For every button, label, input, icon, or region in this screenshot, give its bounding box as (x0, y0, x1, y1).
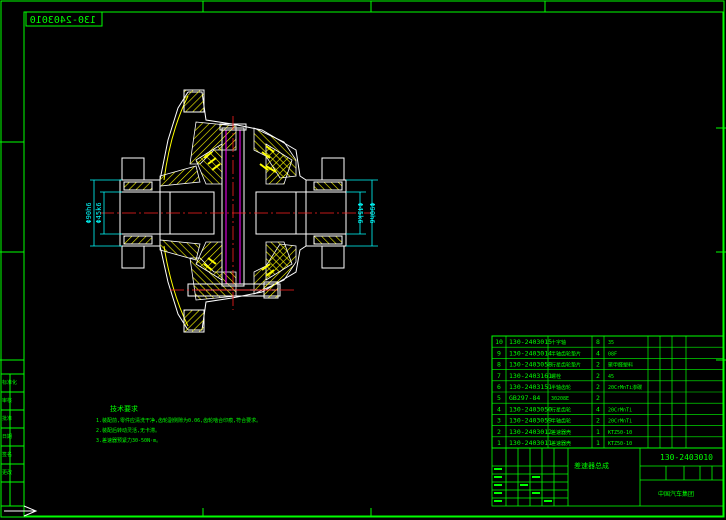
technical-notes: 技术要求 1.装配前,零件应清洗干净,齿轮副侧隙为0.06,齿轮啮合印痕,符合要… (96, 404, 261, 444)
dim-left-inner: Φ45k6 (95, 202, 103, 223)
bom-cell-material: KTZ50-10 (608, 430, 632, 436)
drawing-code-box: 130-2403010 (25, 11, 103, 27)
company-name: 中国汽车集团 (658, 490, 694, 498)
bom-cell-code: 130-2403059 (509, 417, 552, 425)
bom-cell-qty: 1 (596, 439, 600, 447)
bom-cell-qty: 2 (596, 361, 600, 369)
bom-cell-name: 差速器壳 (551, 429, 571, 436)
bom-cell-material: 20CrMnTi (608, 407, 632, 413)
dimension-lines (90, 179, 378, 247)
orientation-arrow-icon (4, 505, 38, 517)
bom-cell-name: 差速器壳 (551, 440, 571, 447)
bom-cell-no: 4 (497, 405, 501, 413)
bom-cell-material: 45 (608, 374, 614, 380)
bom-cell-code: GB297-84 (509, 394, 540, 402)
left-strip-label: 更改 (2, 469, 12, 476)
left-bearing-seat (119, 157, 161, 269)
left-strip-label: 审核 (2, 397, 12, 404)
bom-cell-material: 08F (608, 351, 617, 357)
bom-cell-name: 螺栓 (551, 373, 561, 380)
bom-cell-name: 行星齿轮 (551, 406, 571, 413)
bom-cell-no: 1 (497, 439, 501, 447)
bom-cell-no: 9 (497, 349, 501, 357)
assembly-name: 差速器总成 (574, 461, 609, 470)
bom-cell-qty: 2 (596, 394, 600, 402)
left-strip-label: 日期 (2, 434, 12, 440)
dim-left-outer: Φ90h6 (85, 202, 93, 223)
bom-cell-name: 半轴齿轮垫片 (551, 350, 581, 357)
centerlines (100, 116, 372, 310)
bom-cell-qty: 4 (596, 349, 600, 357)
bom-cell-qty: 2 (596, 383, 600, 391)
bom-cell-code: 130-2403161 (509, 372, 552, 380)
left-strip-label: 签名 (2, 451, 12, 458)
notes-line-3: 3.差速器预紧力30-50N·m。 (96, 437, 161, 444)
differential-case (159, 89, 307, 333)
title-block-marks (494, 468, 552, 502)
bom-cell-code: 130-2403011 (509, 439, 552, 447)
differential-section-view[interactable]: Φ90h6 Φ45k6 Φ45k6 Φ90h6 (85, 89, 378, 333)
bom-cell-no: 6 (497, 383, 501, 391)
dim-right-inner: Φ45k6 (356, 202, 364, 223)
bom-cell-qty: 1 (596, 428, 600, 436)
bom-cell-no: 2 (497, 428, 501, 436)
bom-cell-code: 130-2403151 (509, 383, 552, 391)
bom-cell-name: 30208E (551, 396, 569, 402)
left-strip-label: 批准 (2, 415, 12, 422)
bom-cell-qty: 2 (596, 372, 600, 380)
left-signature-strip (0, 373, 25, 507)
bom-cell-no: 10 (495, 338, 503, 346)
bom-cell-code: 130-2403050 (509, 405, 552, 413)
bom-cell-qty: 8 (596, 338, 600, 346)
left-strip-label: 标准化 (2, 379, 17, 386)
bom-cell-name: 半轴齿轮 (551, 418, 571, 425)
bom-cell-material: 聚甲醛塑料 (608, 362, 633, 369)
drawing-code-mirrored: 130-2403010 (30, 15, 96, 26)
notes-title: 技术要求 (110, 404, 138, 413)
bom-cell-material: 35 (608, 340, 614, 346)
bom-cell-material: 20CrMnTi渗碳 (608, 384, 642, 391)
title-block-code: 130-2403010 (660, 453, 713, 462)
bom-cell-code: 130-2403058 (509, 361, 552, 369)
bom-cell-material: 20CrMnTi (608, 419, 632, 425)
bom-cell-code: 130-2403012 (509, 428, 552, 436)
bom-cell-no: 3 (497, 417, 501, 425)
bom-cell-qty: 4 (596, 405, 600, 413)
notes-line-2: 2.装配后转动灵活,无卡滞。 (96, 427, 160, 434)
bom-cell-code: 130-2403014 (509, 349, 552, 357)
bom-cell-no: 7 (497, 372, 501, 380)
bom-cell-name: 十字轴 (551, 339, 566, 346)
bom-cell-material: KTZ50-10 (608, 441, 632, 447)
notes-line-1: 1.装配前,零件应清洗干净,齿轮副侧隙为0.06,齿轮啮合印痕,符合要求。 (96, 417, 261, 424)
bom-cell-name: 行星齿轮垫片 (551, 362, 581, 369)
gear-teeth-highlight (203, 145, 277, 277)
bom-cell-name: 半轴齿轮 (551, 384, 571, 391)
bom-cell-qty: 2 (596, 417, 600, 425)
title-block (491, 447, 725, 507)
bom-cell-code: 130-2403015 (509, 338, 552, 346)
dim-right-outer: Φ90h6 (368, 202, 376, 223)
bom-cell-no: 5 (497, 394, 501, 402)
bom-cell-no: 8 (497, 361, 501, 369)
